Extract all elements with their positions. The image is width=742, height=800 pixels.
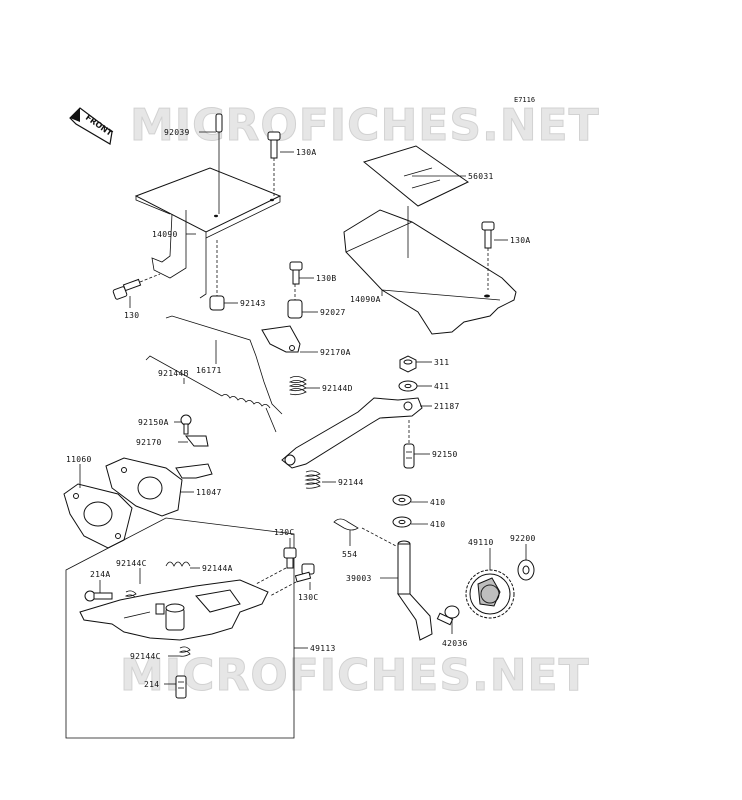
bolt-130C-b (269, 563, 315, 597)
part-labels: 92039 130A 56031 14090 130A 130 92143 13… (66, 128, 536, 689)
label-92200: 92200 (510, 534, 536, 543)
bolt-130A-right (481, 221, 495, 290)
label-92039: 92039 (164, 128, 190, 137)
bracket-11047 (105, 457, 213, 517)
rod-16171 (165, 315, 283, 415)
washer-411 (398, 380, 418, 392)
bolt-214 (175, 675, 187, 699)
bolt-42036 (436, 605, 460, 626)
washer-410-lower (392, 516, 412, 528)
front-arrow-icon: FRONT (69, 107, 114, 145)
pin-92039 (215, 113, 223, 214)
governor-assembly-49113 (79, 579, 269, 641)
label-92150: 92150 (432, 450, 458, 459)
label-92170: 92170 (136, 438, 162, 447)
bolt-130B (289, 261, 303, 285)
label-92170A: 92170A (320, 348, 351, 357)
label-21187: 21187 (434, 402, 460, 411)
cover-14090A (343, 209, 517, 335)
nut-311 (399, 355, 417, 373)
label-16171: 16171 (196, 366, 222, 375)
gear-49110 (465, 569, 515, 619)
collar-92027 (287, 284, 303, 319)
cover-plate-14090 (134, 167, 282, 299)
spring-92144C-lower (178, 646, 191, 657)
label-92027: 92027 (320, 308, 346, 317)
label-311: 311 (434, 358, 449, 367)
gasket-11060 (63, 483, 133, 549)
spring-92144D (288, 376, 307, 396)
label-14090A: 14090A (350, 295, 381, 304)
label-92144: 92144 (338, 478, 364, 487)
label-130A-top: 130A (296, 148, 316, 157)
label-56031: 56031 (468, 172, 494, 181)
bolt-130C-a (255, 547, 297, 585)
label-11060: 11060 (66, 455, 92, 464)
label-130: 130 (124, 311, 139, 320)
lever-21187 (281, 397, 423, 469)
label-49113: 49113 (310, 644, 336, 653)
label-214A: 214A (90, 570, 110, 579)
label-554: 554 (342, 550, 357, 559)
label-130C-a: 130C (274, 528, 294, 537)
bolt-214A (84, 590, 113, 602)
spacer-92143 (209, 240, 225, 311)
label-92144D: 92144D (322, 384, 353, 393)
leader-lines (79, 131, 527, 685)
label-130A-right: 130A (510, 236, 530, 245)
label-92143: 92143 (240, 299, 266, 308)
pin-92150 (403, 420, 415, 469)
screw-92150A (180, 414, 192, 435)
label-92144C-top: 92144C (116, 559, 147, 568)
spring-rod-92144B (145, 355, 277, 433)
label-11047: 11047 (196, 488, 222, 497)
clamp-92170 (184, 435, 209, 447)
label-42036: 42036 (442, 639, 468, 648)
washer-92200 (517, 559, 535, 581)
washer-410-upper (392, 494, 412, 506)
label-92150A: 92150A (138, 418, 169, 427)
bolt-130 (112, 273, 161, 300)
watermark-top: MICROFICHES.NET (130, 100, 600, 151)
shaft-39003 (397, 540, 433, 641)
watermark-bottom: MICROFICHES.NET (120, 650, 590, 701)
label-92144C-bottom: 92144C (130, 652, 161, 661)
label-92144B: 92144B (158, 369, 189, 378)
clamp-92170A (261, 325, 301, 353)
label-130C-b: 130C (298, 593, 318, 602)
bolt-130A-top (267, 131, 281, 198)
spring-92144A (165, 561, 191, 567)
spring-92144 (304, 470, 321, 489)
reference-code: E7116 (514, 96, 535, 104)
label-130B: 130B (316, 274, 336, 283)
label-411: 411 (434, 382, 449, 391)
label-49110: 49110 (468, 538, 494, 547)
assembly-box-49113 (65, 517, 295, 739)
label-39003: 39003 (346, 574, 372, 583)
label-14090: 14090 (152, 230, 178, 239)
label-92144A: 92144A (202, 564, 233, 573)
cotter-pin-554 (333, 518, 397, 547)
label-410-upper: 410 (430, 498, 445, 507)
label-410-lower: 410 (430, 520, 445, 529)
label-214: 214 (144, 680, 159, 689)
